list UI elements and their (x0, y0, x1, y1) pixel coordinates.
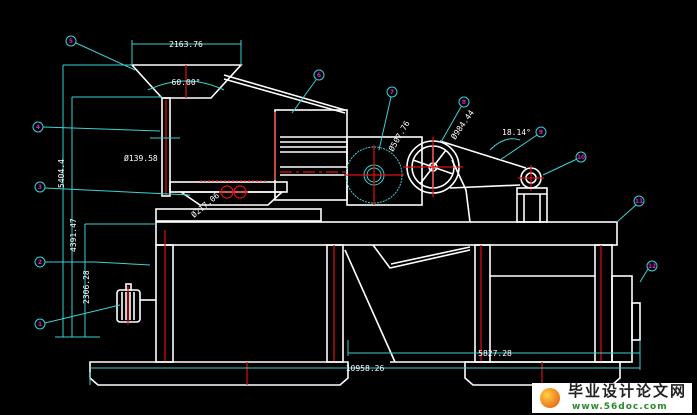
dim-hopper-width: 2163.76 (169, 40, 203, 49)
gear (344, 136, 423, 206)
dimension-lines (55, 40, 641, 385)
dim-total-length: 10958.26 (346, 364, 385, 373)
svg-text:1: 1 (38, 321, 42, 328)
feed-pipe (161, 97, 171, 197)
watermark-logo-icon (540, 388, 560, 408)
dim-frame-to-hopper: 4391.47 (69, 218, 78, 252)
svg-text:5: 5 (69, 38, 73, 45)
balloon-2: 2 (34, 256, 151, 268)
feed-hopper (130, 64, 243, 99)
dim-gear-dia: Ø507.76 (386, 119, 412, 153)
dim-pipe-dia: Ø139.58 (124, 153, 158, 163)
main-frame (89, 221, 641, 386)
drive-belt (439, 140, 527, 169)
svg-text:7: 7 (390, 89, 394, 96)
dim-total-height: 5404.4 (57, 159, 66, 188)
svg-text:8: 8 (462, 99, 466, 106)
balloon-12: 12 (639, 260, 658, 283)
balloon-3: 3 (34, 181, 191, 196)
watermark-url: www.56doc.com (572, 402, 668, 412)
balloon-11: 11 (616, 195, 645, 223)
balloon-9: 9 (499, 126, 547, 161)
dim-wheel-dia: Ø984.44 (448, 108, 476, 142)
motor-pulley (516, 165, 548, 223)
svg-text:6: 6 (317, 72, 321, 79)
svg-text:10: 10 (577, 154, 585, 161)
dim-belt-angle: 18.14° (502, 128, 531, 137)
balloon-8: 8 (440, 96, 470, 143)
svg-text:2: 2 (38, 259, 42, 266)
svg-text:11: 11 (635, 198, 643, 205)
watermark: 毕业设计论文网 www.56doc.com (532, 383, 692, 413)
svg-text:9: 9 (539, 129, 543, 136)
svg-text:12: 12 (648, 263, 656, 270)
electric-motor (116, 283, 156, 325)
flywheel (403, 137, 521, 223)
balloon-10: 10 (542, 151, 587, 176)
balloon-5: 5 (65, 35, 136, 71)
svg-text:4: 4 (36, 124, 40, 131)
balloon-6: 6 (291, 69, 325, 114)
svg-text:3: 3 (38, 184, 42, 191)
balloon-7: 7 (378, 86, 398, 151)
balloon-1: 1 (34, 304, 121, 330)
watermark-title: 毕业设计论文网 (568, 382, 688, 400)
discharge-hopper (155, 180, 322, 222)
inclined-chute (223, 74, 348, 201)
part-balloons: 1 2 3 4 5 6 7 8 9 10 11 12 (32, 35, 658, 330)
dim-right-span: 5827.28 (478, 349, 512, 358)
dim-frame-height: 2306.28 (82, 270, 91, 304)
balloon-4: 4 (32, 121, 161, 133)
dim-hopper-angle: 60.00° (172, 78, 201, 87)
